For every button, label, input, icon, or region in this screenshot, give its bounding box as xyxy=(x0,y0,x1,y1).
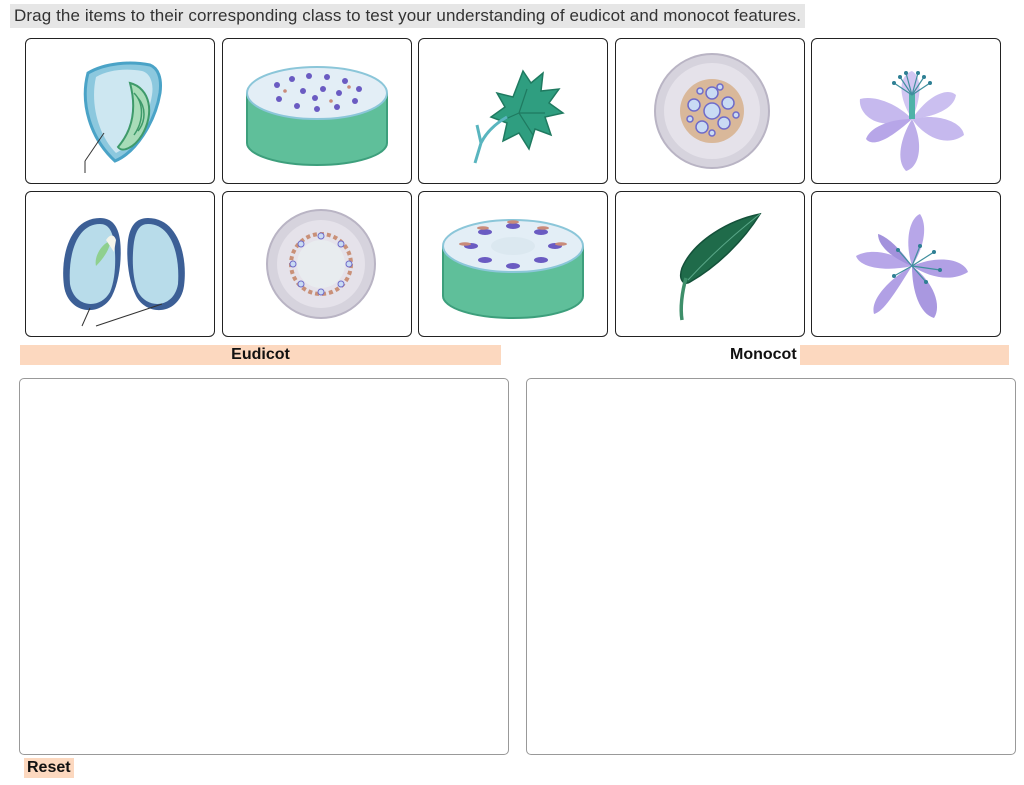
item-card-4[interactable] xyxy=(615,38,805,184)
item-card-9[interactable] xyxy=(615,191,805,337)
monocot-root-section-icon xyxy=(654,53,770,169)
eudicot-root-section-icon xyxy=(266,209,376,319)
monocot-drop-zone[interactable] xyxy=(526,378,1016,755)
eudicot-class-label: Eudicot xyxy=(20,345,501,365)
monocot-leaf-icon xyxy=(679,212,762,321)
item-card-10[interactable] xyxy=(811,191,1001,337)
eudicot-drop-zone[interactable] xyxy=(19,378,509,755)
item-card-7[interactable] xyxy=(222,191,412,337)
eudicot-seed-icon xyxy=(63,218,185,327)
monocot-label-highlight xyxy=(800,345,1009,365)
monocot-flower-icon xyxy=(856,214,968,318)
eudicot-stem-section-icon xyxy=(442,219,584,319)
item-card-8[interactable] xyxy=(418,191,608,337)
item-card-5[interactable] xyxy=(811,38,1001,184)
eudicot-flower-icon xyxy=(859,71,964,171)
monocot-seed-icon xyxy=(83,61,162,173)
item-card-2[interactable] xyxy=(222,38,412,184)
monocot-stem-section-icon xyxy=(246,66,388,166)
item-card-1[interactable] xyxy=(25,38,215,184)
monocot-class-label: Monocot xyxy=(730,346,797,363)
instructions-text: Drag the items to their corresponding cl… xyxy=(10,4,806,28)
item-card-3[interactable] xyxy=(418,38,608,184)
eudicot-leaf-icon xyxy=(473,69,565,164)
reset-button[interactable]: Reset xyxy=(24,758,74,778)
item-card-6[interactable] xyxy=(25,191,215,337)
